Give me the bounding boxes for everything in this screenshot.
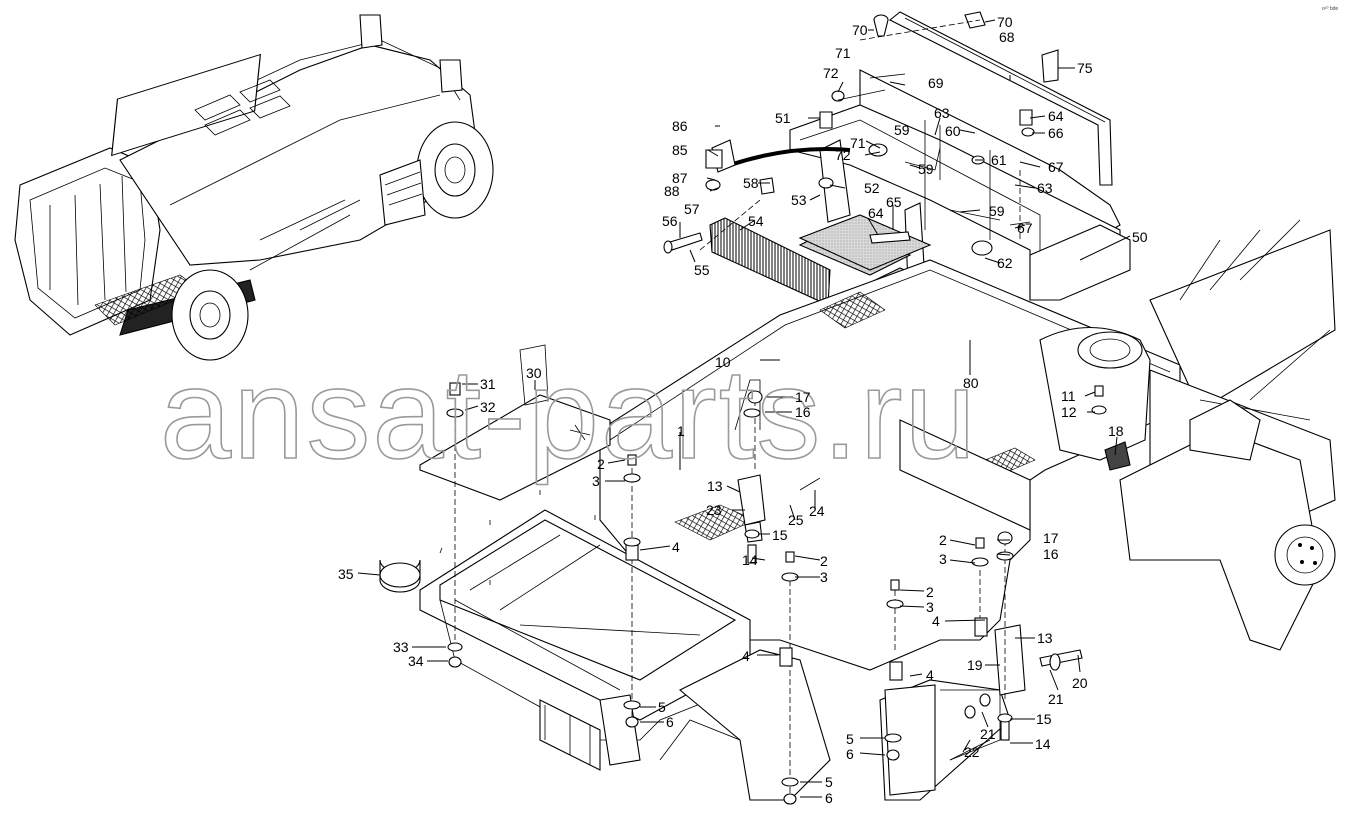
callout-label: 80	[963, 375, 979, 391]
lower-frame	[379, 509, 1083, 801]
callout-label: 71	[835, 45, 851, 61]
callout-label: 22	[964, 744, 980, 760]
callout-label: 59	[894, 122, 910, 138]
main-deck-panel	[599, 259, 1181, 671]
callout-label: 5	[846, 731, 854, 747]
callout-label: 15	[772, 527, 788, 543]
callout-label: 31	[480, 376, 496, 392]
callout-label: 64	[868, 205, 884, 221]
leader-lines	[357, 19, 1131, 798]
callout-label: 58	[743, 175, 759, 191]
callout-label: 19	[967, 657, 983, 673]
corner-mark: o²⁰ bde	[1322, 6, 1338, 12]
callout-label: 55	[694, 262, 710, 278]
callout-label: 14	[742, 552, 758, 568]
callout-label: 13	[707, 478, 723, 494]
callout-label: 33	[393, 639, 409, 655]
callout-label: 56	[662, 213, 678, 229]
callout-label: 72	[835, 147, 851, 163]
callout-label: 16	[1043, 546, 1059, 562]
callout-label: 85	[672, 142, 688, 158]
callout-label: 35	[338, 566, 354, 582]
callout-label: 3	[592, 473, 600, 489]
callout-label: 52	[864, 180, 880, 196]
callout-label: 6	[846, 746, 854, 762]
callout-label: 13	[1037, 630, 1053, 646]
callout-label: 3	[926, 599, 934, 615]
callout-label: 2	[597, 456, 605, 472]
callout-label: 54	[748, 213, 764, 229]
callout-label: 57	[684, 201, 700, 217]
callout-label: 17	[795, 389, 811, 405]
callout-label: 23	[706, 502, 722, 518]
callout-label: 12	[1061, 404, 1077, 420]
callout-label: 30	[526, 365, 542, 381]
callout-label: 53	[791, 192, 807, 208]
right-frame	[1119, 219, 1336, 651]
callout-label: 2	[926, 584, 934, 600]
callout-label: 67	[1048, 159, 1064, 175]
machine-overview	[14, 14, 494, 361]
callout-label: 5	[658, 699, 666, 715]
callout-label: 4	[672, 539, 680, 555]
callout-label: 15	[1036, 711, 1052, 727]
callout-label: 86	[672, 118, 688, 134]
callout-label: 70	[997, 14, 1013, 30]
callout-label: 5	[825, 774, 833, 790]
callout-label: 2	[939, 532, 947, 548]
callout-label: 14	[1035, 736, 1051, 752]
callout-label: 51	[775, 110, 791, 126]
callout-label: 6	[666, 714, 674, 730]
callout-label: 20	[1072, 675, 1088, 691]
callout-label: 6	[825, 790, 833, 806]
callout-label: 87	[672, 170, 688, 186]
callout-label: 24	[809, 503, 825, 519]
callout-label: 71	[850, 135, 866, 151]
callout-label: 1	[677, 423, 685, 439]
callout-label: 70	[852, 22, 868, 38]
watermark-text: ansat-parts.ru	[160, 343, 978, 486]
callout-label: 3	[939, 551, 947, 567]
callout-label: 34	[408, 653, 424, 669]
callout-label: 10	[715, 354, 731, 370]
callout-label: 25	[788, 512, 804, 528]
callout-label: 11	[1061, 388, 1076, 404]
callout-label: 63	[934, 105, 950, 121]
callout-label: 88	[664, 183, 680, 199]
callout-label: 59	[989, 203, 1005, 219]
callout-label: 66	[1048, 125, 1064, 141]
callout-label: 67	[1017, 220, 1033, 236]
callout-label: 59	[918, 161, 934, 177]
callout-label: 2	[820, 553, 828, 569]
callout-label: 21	[980, 726, 996, 742]
cover-panel	[419, 344, 611, 501]
callout-label: 4	[932, 613, 940, 629]
callout-label: 75	[1077, 60, 1093, 76]
callout-label: 17	[1043, 530, 1059, 546]
callout-label: 60	[945, 123, 961, 139]
callout-label: 3	[820, 569, 828, 585]
callout-label: 21	[1048, 691, 1064, 707]
callout-label: 68	[999, 29, 1015, 45]
callout-label: 65	[886, 194, 902, 210]
callout-label: 4	[926, 667, 934, 683]
fasteners	[439, 19, 1107, 805]
callout-label: 18	[1108, 423, 1124, 439]
callout-label: 64	[1048, 108, 1064, 124]
callout-label: 62	[997, 255, 1013, 271]
callout-label: 69	[928, 75, 944, 91]
callout-label: 72	[823, 65, 839, 81]
callout-label: 32	[480, 399, 496, 415]
callout-label: 61	[991, 152, 1007, 168]
callout-label: 4	[742, 648, 750, 664]
callout-label: 16	[795, 404, 811, 420]
callout-label: 63	[1037, 180, 1053, 196]
callout-label: 50	[1132, 229, 1148, 245]
